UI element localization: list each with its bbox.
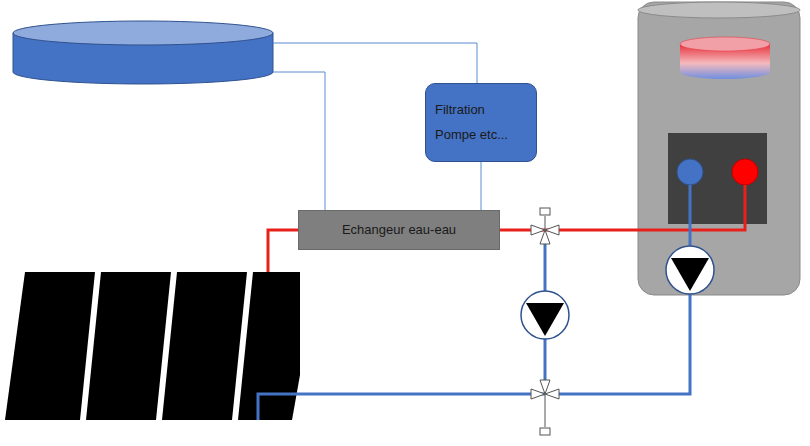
exchanger-box: Echangeur eau-eau [298, 210, 500, 250]
pump-symbol [521, 246, 714, 339]
solar-panel [5, 272, 300, 420]
node-label: Echangeur eau-eau [342, 218, 456, 243]
pool [13, 21, 273, 84]
hot-water-tank [638, 2, 800, 295]
node-label: Filtration Pompe etc... [435, 98, 527, 147]
pipe-connector [481, 162, 482, 210]
filtration-box: Filtration Pompe etc... [425, 83, 537, 162]
three-way-valve [531, 208, 559, 435]
cold-pipe [258, 185, 690, 420]
